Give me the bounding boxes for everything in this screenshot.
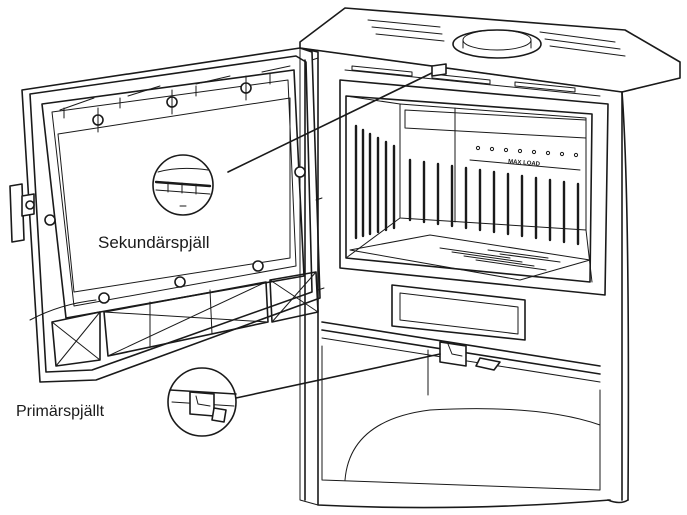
door-rivets [44, 75, 306, 304]
max-load-marker: MAX LOAD [469, 145, 581, 171]
top-plate-slots [367, 19, 626, 57]
side-ribs [354, 124, 396, 240]
primary-damper-label: Primärspjällt [16, 403, 105, 420]
door-bottom-brace [29, 271, 319, 367]
flue-collar [452, 29, 542, 59]
secondary-damper-label: Sekundärspjäll [98, 233, 210, 252]
secondary-damper-leader [227, 69, 439, 173]
primary-air-rail [321, 321, 601, 396]
grate [349, 234, 591, 281]
secondary-damper-callout: Sekundärspjäll [98, 63, 447, 252]
max-load-label: MAX LOAD [508, 159, 541, 168]
firebox: MAX LOAD [339, 79, 609, 296]
door-glass [57, 97, 291, 293]
primary-damper-handle [439, 341, 501, 371]
door-handle [9, 183, 35, 243]
stove-door [9, 47, 325, 383]
primary-damper-callout: Primärspjällt [16, 353, 441, 437]
lower-cavity [321, 345, 601, 491]
primary-damper-leader [235, 353, 441, 399]
stove-body: MAX LOAD [299, 7, 681, 509]
ash-drawer [391, 284, 526, 341]
back-ribs [408, 158, 580, 246]
door-top-brace [59, 65, 291, 119]
